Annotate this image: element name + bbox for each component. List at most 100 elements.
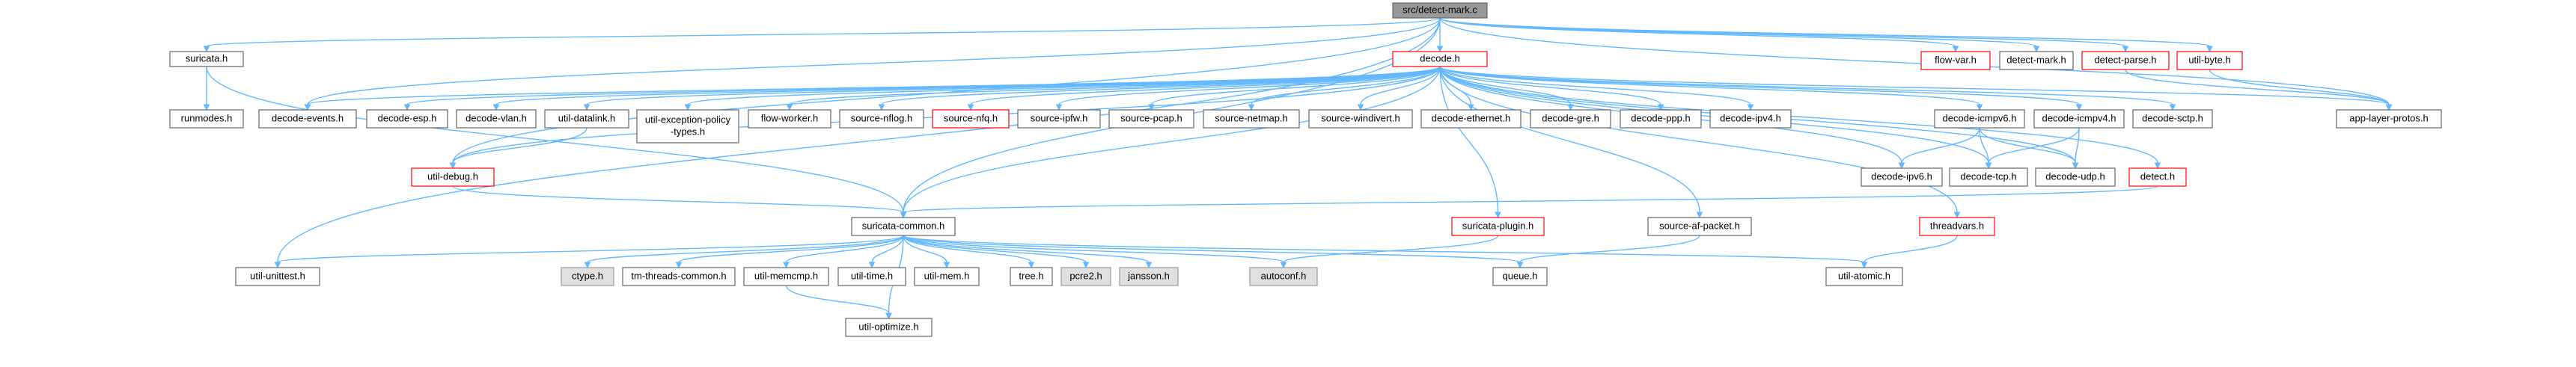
node-box <box>743 267 829 286</box>
arrowhead-decode_h-to-decode_sctp_h <box>2169 104 2176 111</box>
node-label: decode-sctp.h <box>2142 112 2203 123</box>
edge-decode_h-to-detect_h <box>1439 66 2158 164</box>
edge-decode_h-to-source_pcap_h <box>1150 66 1441 105</box>
node-box <box>1203 109 1300 129</box>
node-label: decode-vlan.h <box>466 112 527 123</box>
node-runmodes-h[interactable]: runmodes.h <box>169 109 244 129</box>
edge-decode_h-to-source_windivert_h <box>1360 66 1441 105</box>
node-threadvars-h[interactable]: threadvars.h <box>1919 217 1995 236</box>
edge-decode_h-to-suricata_plugin_h <box>1439 66 1499 213</box>
node-detect-mark-h[interactable]: detect-mark.h <box>1999 51 2074 70</box>
node-label: source-windivert.h <box>1321 112 1400 123</box>
node-util-byte-h[interactable]: util-byte.h <box>2176 51 2243 70</box>
node-detect-mark-c[interactable]: src/detect-mark.c <box>1392 2 1488 19</box>
node-source-af-packet-h[interactable]: source-af-packet.h <box>1647 217 1752 236</box>
node-label: util-mem.h <box>924 270 970 281</box>
node-suricata-h[interactable]: suricata.h <box>169 51 244 67</box>
node-decode-ipv6-h[interactable]: decode-ipv6.h <box>1861 167 1943 187</box>
node-decode-udp-h[interactable]: decode-udp.h <box>2035 167 2116 187</box>
node-source-windivert-h[interactable]: source-windivert.h <box>1308 109 1413 129</box>
node-source-nfq-h[interactable]: source-nfq.h <box>932 109 1010 129</box>
node-label: decode-ipv4.h <box>1720 112 1781 123</box>
edge-detect_mark_c-to-util_unittest_h <box>277 17 1441 263</box>
node-tree-h[interactable]: tree.h <box>1010 267 1053 286</box>
node-suricata-plugin-h[interactable]: suricata-plugin.h <box>1451 217 1545 236</box>
node-box <box>2128 167 2187 187</box>
edge-suricata_common_h-to-queue_h <box>903 235 1521 263</box>
node-label: tm-threads-common.h <box>631 270 726 281</box>
node-decode-ethernet-h[interactable]: decode-ethernet.h <box>1420 109 1522 129</box>
arrowhead-suricata_common_h-to-util_atomic_h <box>1861 262 1868 269</box>
node-decode-ppp-h[interactable]: decode-ppp.h <box>1620 109 1702 129</box>
edge-decode_h-to-decode_ipv4_h <box>1439 66 1751 105</box>
node-queue-h[interactable]: queue.h <box>1492 267 1548 286</box>
node-label: decode-tcp.h <box>1960 170 2016 182</box>
node-source-ipfw-h[interactable]: source-ipfw.h <box>1017 109 1101 129</box>
node-util-atomic-h[interactable]: util-atomic.h <box>1825 267 1903 286</box>
node-flow-var-h[interactable]: flow-var.h <box>1920 51 1991 70</box>
node-box <box>636 109 739 144</box>
node-decode-gre-h[interactable]: decode-gre.h <box>1530 109 1611 129</box>
node-box <box>1709 109 1792 129</box>
arrowhead-suricata_common_h-to-util_unittest_h <box>274 262 281 269</box>
node-label: decode.h <box>1420 52 1460 64</box>
node-label: flow-var.h <box>1935 54 1977 65</box>
arrowhead-decode_icmpv4_h-to-decode_udp_h <box>2072 162 2079 170</box>
node-decode-events-h[interactable]: decode-events.h <box>258 109 357 129</box>
arrowhead-decode_h-to-decode_esp_h <box>403 104 411 111</box>
node-label: detect-parse.h <box>2094 54 2156 65</box>
node-label: queue.h <box>1503 270 1538 281</box>
node-box <box>235 267 320 286</box>
node-suricata-common-h[interactable]: suricata-common.h <box>851 217 956 236</box>
arrowhead-decode_h-to-flow_worker_h <box>786 104 793 111</box>
arrowhead-detect_mark_c-to-suricata_h <box>203 46 210 53</box>
node-decode-tcp-h[interactable]: decode-tcp.h <box>1949 167 2028 187</box>
arrowhead-suricata_common_h-to-tree_h <box>1028 262 1035 269</box>
node-detect-h[interactable]: detect.h <box>2128 167 2187 187</box>
node-decode-sctp-h[interactable]: decode-sctp.h <box>2132 109 2213 129</box>
node-box <box>914 267 980 286</box>
node-util-exception-policy-types-h[interactable]: util-exception-policy-types.h <box>636 109 739 144</box>
node-source-nflog-h[interactable]: source-nflog.h <box>839 109 924 129</box>
node-detect-parse-h[interactable]: detect-parse.h <box>2081 51 2170 70</box>
node-label: decode-esp.h <box>378 112 437 123</box>
node-tm-threads-common-h[interactable]: tm-threads-common.h <box>622 267 736 286</box>
edge-decode_h-to-app_layer_protos_h <box>1439 66 2390 105</box>
edge-detect_mark_c-to-decode_events_h <box>307 17 1441 105</box>
node-box <box>1010 267 1053 286</box>
node-label: suricata-plugin.h <box>1462 220 1533 231</box>
node-util-mem-h[interactable]: util-mem.h <box>914 267 980 286</box>
node-decode-icmpv6-h[interactable]: decode-icmpv6.h <box>1934 109 2025 129</box>
arrowhead-decode_h-to-suricata_plugin_h <box>1495 212 1501 219</box>
node-label: decode-icmpv6.h <box>1943 112 2017 123</box>
node-flow-worker-h[interactable]: flow-worker.h <box>748 109 831 129</box>
node-label: decode-ppp.h <box>1631 112 1691 123</box>
node-decode-h[interactable]: decode.h <box>1392 51 1488 67</box>
node-decode-esp-h[interactable]: decode-esp.h <box>366 109 448 129</box>
node-util-memcmp-h[interactable]: util-memcmp.h <box>743 267 829 286</box>
node-app-layer-protos-h[interactable]: app-layer-protos.h <box>2336 109 2442 129</box>
node-decode-vlan-h[interactable]: decode-vlan.h <box>456 109 537 129</box>
node-label: runmodes.h <box>181 112 233 123</box>
node-pcre2-h: pcre2.h <box>1060 267 1111 286</box>
node-source-netmap-h[interactable]: source-netmap.h <box>1203 109 1300 129</box>
node-decode-icmpv4-h[interactable]: decode-icmpv4.h <box>2033 109 2125 129</box>
arrowhead-decode_h-to-util_exception_policy_types_h <box>684 104 692 111</box>
node-util-unittest-h[interactable]: util-unittest.h <box>235 267 320 286</box>
node-decode-ipv4-h[interactable]: decode-ipv4.h <box>1709 109 1792 129</box>
node-box <box>366 109 448 129</box>
node-util-optimize-h[interactable]: util-optimize.h <box>845 318 933 337</box>
node-util-datalink-h[interactable]: util-datalink.h <box>544 109 629 129</box>
node-source-pcap-h[interactable]: source-pcap.h <box>1108 109 1194 129</box>
arrowhead-suricata_common_h-to-queue_h <box>1516 262 1524 269</box>
node-box <box>1999 51 2074 70</box>
node-label: suricata.h <box>186 52 228 64</box>
edge-suricata_common_h-to-util_memcmp_h <box>785 235 904 263</box>
node-label: util-optimize.h <box>858 321 918 332</box>
node-box <box>2132 109 2213 129</box>
node-box <box>839 109 924 129</box>
edge-decode_h-to-decode_events_h <box>307 66 1441 105</box>
node-box <box>1249 267 1318 286</box>
node-util-time-h[interactable]: util-time.h <box>837 267 906 286</box>
node-util-debug-h[interactable]: util-debug.h <box>411 167 495 187</box>
